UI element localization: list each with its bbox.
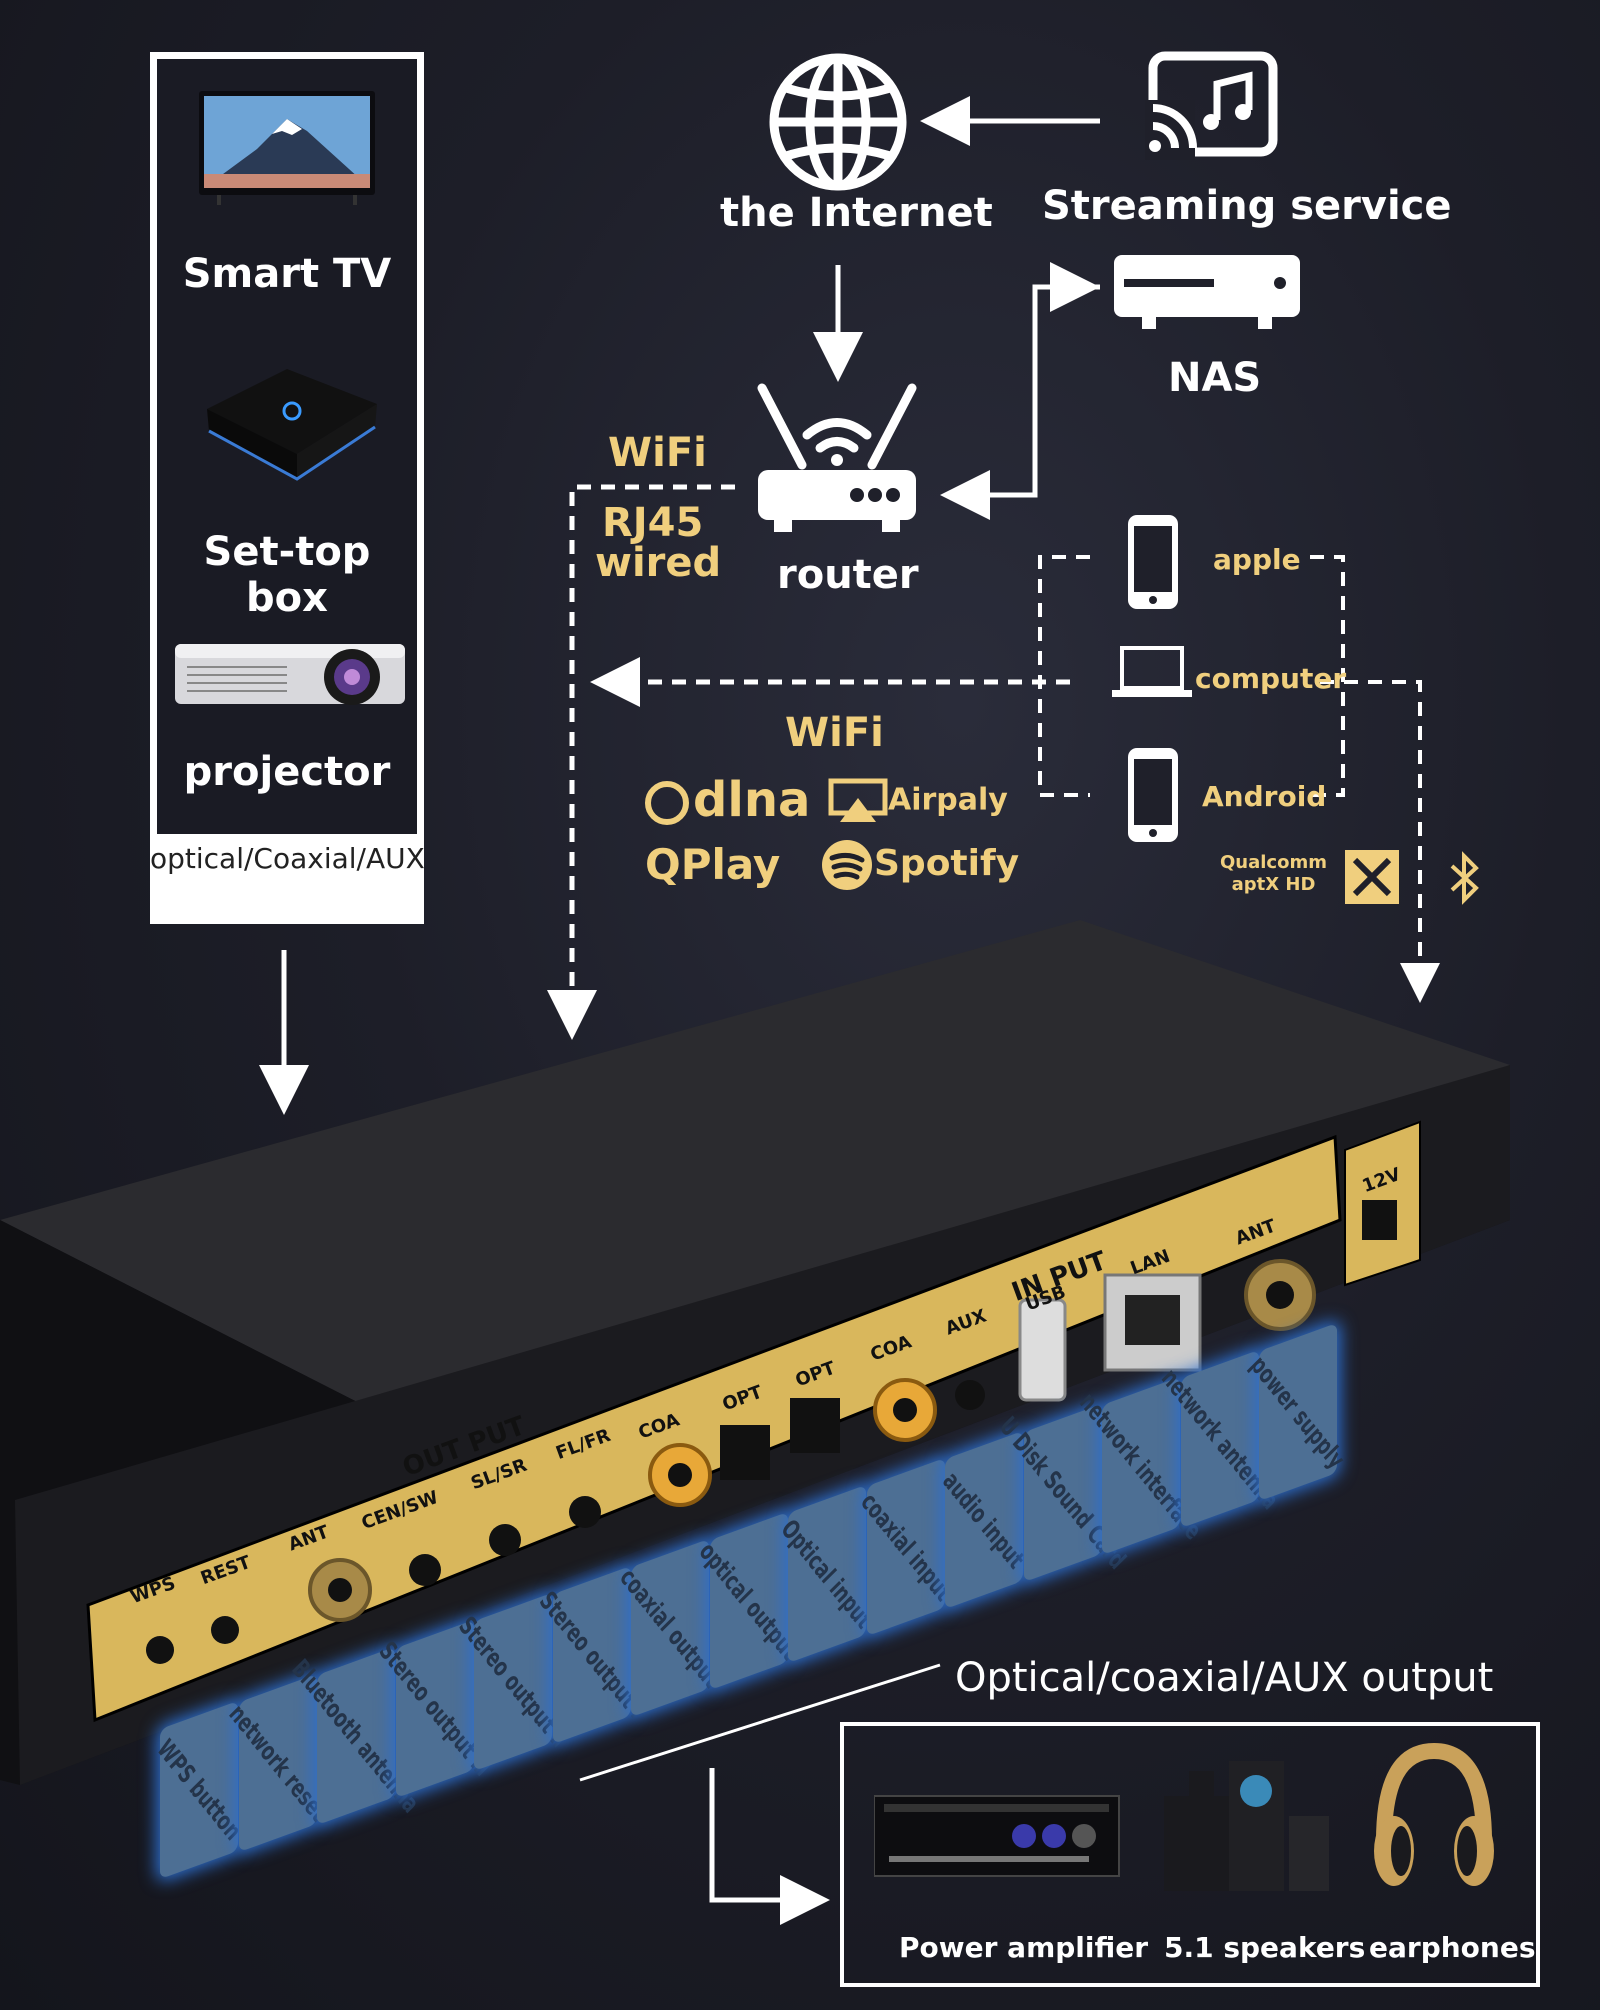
spotify-icon (822, 840, 872, 890)
nas-label: NAS (1168, 355, 1262, 401)
dlna-text: dlna (693, 772, 811, 828)
apple-label: apple (1213, 543, 1301, 576)
dlna-logo: dlna (645, 772, 810, 828)
router-icon (757, 383, 917, 532)
speakers-icon (1164, 1761, 1329, 1891)
aptx-text: aptX HD (1231, 874, 1316, 895)
bluetooth-icon (1450, 851, 1479, 905)
airplay-text: Airpaly (888, 782, 1008, 818)
wifi-label-top: WiFi (608, 430, 707, 476)
port-tag: network antenna (1156, 1349, 1283, 1529)
port-tag: coaxial input (855, 1457, 956, 1637)
streaming-label: Streaming service (1042, 183, 1452, 229)
outputs-panel: Power amplifier 5.1 speakers earphones (840, 1722, 1540, 1987)
android-label: Android (1202, 780, 1327, 813)
port-tag-label: Optical input (776, 1513, 878, 1635)
port-tag-label: audio input (937, 1465, 1031, 1575)
output-label-earphones: earphones (1369, 1931, 1536, 1964)
port-tag: Optical input (776, 1484, 878, 1664)
port-tag: Stereo output Ⅱ (453, 1592, 573, 1772)
arrow-device-to-outputs (709, 1768, 830, 1925)
port-tag-label: coaxial output (614, 1562, 726, 1694)
port-tag-label: WPS button (151, 1733, 247, 1847)
cast-music-icon (1145, 51, 1278, 160)
dashed-phones-bracket-right (1305, 555, 1345, 797)
spotify-text: Spotify (874, 843, 1020, 884)
output-label-speakers: 5.1 speakers (1164, 1931, 1366, 1964)
port-tag-label: power supply (1245, 1349, 1351, 1475)
port-tag: optical output (694, 1511, 803, 1691)
dashed-bluetooth-to-device (1320, 680, 1440, 1003)
qualcomm-logo: Qualcomm aptX HD (1220, 852, 1327, 896)
sources-footer: optical/Coaxial/AUX (150, 842, 425, 875)
aptx-icon (1345, 850, 1399, 904)
port-tag-label: coaxial input (854, 1486, 957, 1608)
wifi-label-protocols: WiFi (785, 710, 884, 756)
computer-label: computer (1195, 662, 1347, 695)
port-tag: Stereo output Ⅲ (373, 1619, 496, 1799)
rj45-label: RJ45 (602, 500, 704, 546)
output-title: Optical/coaxial/AUX output (955, 1655, 1494, 1701)
output-pointer-line (579, 1663, 941, 1782)
apple-phone-icon (1128, 515, 1178, 609)
qplay-text: QPlay (645, 840, 781, 889)
amplifier-icon (874, 1795, 1120, 1877)
port-tag: Bluetooth antenna (287, 1646, 425, 1826)
nas-icon (1114, 255, 1300, 329)
port-tag: WPS button (152, 1700, 246, 1880)
source-label-tv: Smart TV (182, 251, 392, 297)
spotify-logo: Spotify (820, 838, 1019, 892)
port-tag: Stereo output Ⅰ (534, 1565, 649, 1745)
airplay-logo: Airpaly (828, 778, 1008, 824)
port-tag: power supply (1246, 1322, 1350, 1502)
port-tag: coaxial output (615, 1538, 725, 1718)
port-tag: network reset (223, 1673, 332, 1853)
qplay-logo: QPlay (645, 840, 780, 889)
port-tag: audio input (938, 1430, 1030, 1610)
dashed-phones-bracket (1038, 555, 1090, 797)
projector-icon (175, 644, 405, 705)
arrow-nas-router (940, 284, 1100, 520)
internet-label: the Internet (720, 190, 993, 236)
streamer-device (0, 920, 1510, 1785)
headphones-icon (1374, 1742, 1494, 1886)
source-label-projector: projector (183, 749, 391, 795)
laptop-icon (1112, 646, 1192, 697)
qualcomm-text: Qualcomm (1220, 852, 1327, 873)
set-top-box-icon (207, 369, 377, 481)
dlna-icon (645, 781, 689, 825)
wired-label: wired (595, 540, 722, 586)
airplay-icon (828, 778, 888, 822)
sources-panel: Smart TV Set-top box projector optical/C… (150, 52, 425, 924)
android-phone-icon (1128, 748, 1178, 842)
source-label-set-top-box: Set-top box (203, 529, 371, 621)
sources-inner: Smart TV Set-top box projector (157, 59, 417, 834)
port-tag-label: optical output (694, 1536, 804, 1666)
port-tag: U Disk Sound Card (994, 1403, 1131, 1583)
router-label: router (777, 552, 919, 598)
output-label-amplifier: Power amplifier (899, 1931, 1149, 1964)
tv-icon (199, 91, 375, 205)
dashed-router-to-device (547, 484, 735, 1040)
globe-icon (769, 53, 907, 191)
port-tag-label: network reset (223, 1698, 332, 1828)
port-tag: network interface (1075, 1376, 1207, 1556)
